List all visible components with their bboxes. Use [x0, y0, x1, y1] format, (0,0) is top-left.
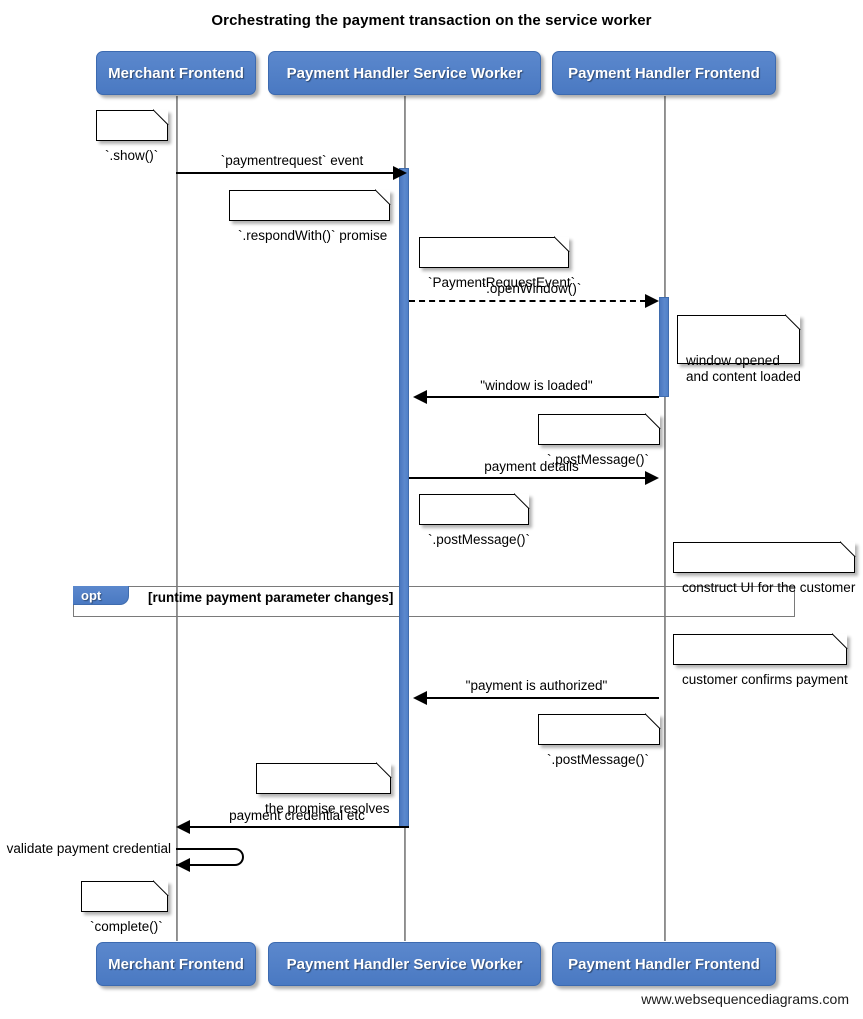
message-label-validate-payment-credential: validate payment credential — [6, 841, 171, 856]
arrowhead-right-payment-details — [645, 471, 659, 485]
note-paymentrequestevent: `PaymentRequestEvent` — [419, 237, 575, 290]
note-fold-icon — [377, 763, 391, 777]
participant-merchant-frontend-top[interactable]: Merchant Frontend — [96, 51, 256, 95]
note-fold-icon — [154, 881, 168, 895]
note-respondwith-promise: `.respondWith()` promise — [229, 190, 390, 243]
message-line-payment-details — [409, 477, 646, 479]
message-line-payment-is-authorized — [427, 697, 659, 699]
participant-label: Payment Handler Frontend — [568, 955, 760, 973]
note-text: `.postMessage()` — [428, 532, 531, 547]
lifeline-payment-handler-frontend — [664, 96, 666, 941]
note-text: `.postMessage()` — [547, 452, 650, 467]
note-fold-icon — [646, 414, 660, 428]
note-text: window opened and content loaded — [686, 353, 801, 384]
note-text: `.show()` — [105, 148, 159, 163]
diagram-title: Orchestrating the payment transaction on… — [211, 12, 652, 29]
participant-label: Payment Handler Service Worker — [286, 955, 523, 973]
message-label-openwindow: `.openWindow()` — [481, 281, 582, 296]
lifeline-merchant — [176, 96, 178, 941]
message-self-loop-validate-payment-credential — [176, 848, 244, 866]
message-line-payment-credential-etc — [190, 826, 409, 828]
note-fold-icon — [376, 190, 390, 204]
message-label-window-is-loaded: "window is loaded" — [480, 378, 593, 393]
note-complete: `complete()` — [81, 881, 168, 934]
participant-label: Merchant Frontend — [108, 64, 244, 82]
message-label-payment-details: payment details — [484, 459, 579, 474]
note-text: `PaymentRequestEvent` — [428, 275, 576, 290]
fragment-opt-label: opt — [81, 587, 102, 603]
note-customer-confirms-payment: customer confirms payment — [673, 634, 848, 687]
participant-payment-handler-frontend-top[interactable]: Payment Handler Frontend — [552, 51, 776, 95]
note-fold-icon — [154, 110, 168, 124]
note-fold-icon — [786, 315, 800, 329]
note-promise-resolves: the promise resolves — [256, 763, 391, 816]
message-line-openwindow — [409, 300, 646, 302]
note-fold-icon — [555, 237, 569, 251]
activation-service-worker — [399, 168, 409, 828]
note-show: `.show()` — [96, 110, 168, 163]
note-fold-icon — [833, 634, 847, 648]
arrowhead-right-paymentrequest-event — [393, 166, 407, 180]
message-label-payment-is-authorized: "payment is authorized" — [465, 678, 608, 693]
arrowhead-left-payment-credential-etc — [176, 820, 190, 834]
arrowhead-left-window-is-loaded — [413, 390, 427, 404]
arrowhead-left-payment-is-authorized — [413, 691, 427, 705]
participant-merchant-frontend-bottom[interactable]: Merchant Frontend — [96, 942, 256, 986]
footer-credit: www.websequencediagrams.com — [641, 991, 849, 1007]
note-text: `complete()` — [90, 919, 163, 934]
participant-label: Merchant Frontend — [108, 955, 244, 973]
note-text: construct UI for the customer — [682, 580, 856, 595]
message-line-paymentrequest-event — [176, 172, 394, 174]
message-label-paymentrequest-event: `paymentrequest` event — [220, 153, 364, 168]
participant-service-worker-top[interactable]: Payment Handler Service Worker — [268, 51, 541, 95]
note-fold-icon — [841, 542, 855, 556]
note-text: the promise resolves — [265, 801, 390, 816]
activation-payment-handler-frontend — [659, 297, 669, 397]
participant-payment-handler-frontend-bottom[interactable]: Payment Handler Frontend — [552, 942, 776, 986]
arrowhead-right-openwindow — [645, 294, 659, 308]
fragment-opt-condition: [runtime payment parameter changes] — [148, 590, 394, 605]
participant-label: Payment Handler Service Worker — [286, 64, 523, 82]
note-text: customer confirms payment — [682, 672, 848, 687]
participant-service-worker-bottom[interactable]: Payment Handler Service Worker — [268, 942, 541, 986]
note-text: `.postMessage()` — [547, 752, 650, 767]
note-construct-ui: construct UI for the customer — [673, 542, 855, 595]
note-text: `.respondWith()` promise — [238, 228, 388, 243]
note-window-opened: window opened and content loaded — [677, 315, 801, 384]
participant-label: Payment Handler Frontend — [568, 64, 760, 82]
note-postmessage-service-worker: `.postMessage()` — [419, 494, 530, 547]
note-fold-icon — [515, 494, 529, 508]
note-postmessage-frontend-2: `.postMessage()` — [538, 714, 660, 767]
arrowhead-left-validate-payment-credential — [176, 858, 190, 872]
fragment-opt-tab: opt — [73, 586, 129, 605]
note-postmessage-frontend-1: `.postMessage()` — [538, 414, 660, 467]
note-fold-icon — [646, 714, 660, 728]
message-line-window-is-loaded — [427, 396, 659, 398]
message-label-payment-credential-etc: payment credential etc — [229, 808, 365, 823]
